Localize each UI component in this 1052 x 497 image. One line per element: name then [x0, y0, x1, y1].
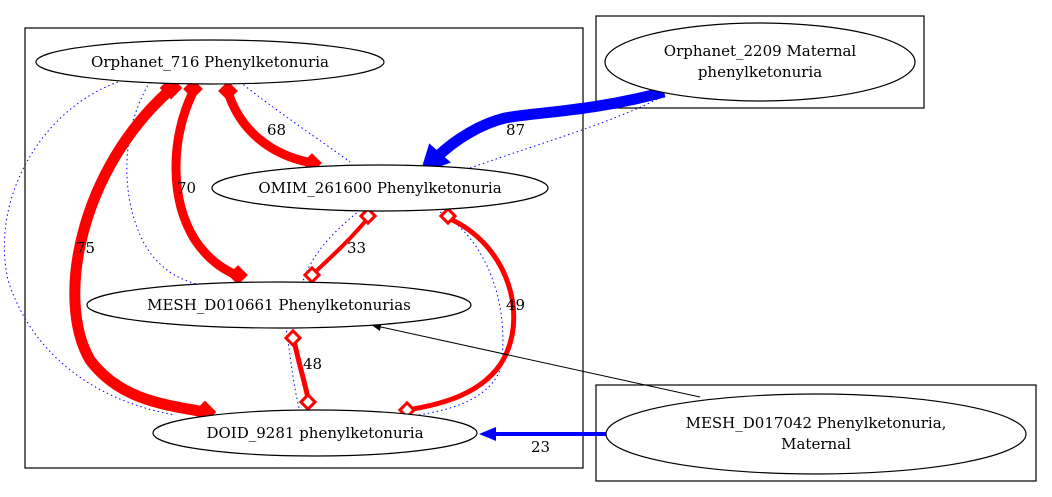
node-ellipse: [152, 409, 478, 457]
edge-end-marker: [218, 81, 238, 101]
node-label: DOID_9281 phenylketonuria: [206, 424, 423, 442]
blue-edges: [419, 86, 666, 441]
edge-end-marker: [283, 328, 303, 348]
node-label: phenylketonuria: [698, 63, 822, 81]
edge-end-marker: [358, 206, 378, 226]
node-label: Maternal: [781, 435, 851, 453]
edge-label: 70: [177, 179, 196, 197]
node-ellipse: [605, 393, 1027, 475]
node-mesh-d010661[interactable]: MESH_D010661 Phenylketonurias: [86, 281, 472, 329]
node-label: MESH_D010661 Phenylketonurias: [147, 296, 411, 314]
node-orphanet-716[interactable]: Orphanet_716 Phenylketonuria: [35, 39, 385, 85]
dotted-link-omim-doid: [409, 211, 504, 417]
edge-labels: 68 70 75 33 49 48 87 23: [76, 121, 550, 456]
red-edges: [69, 76, 517, 424]
edge-label: 75: [76, 239, 95, 257]
edge-orphanet716-doid: [69, 84, 211, 418]
edge-label: 87: [506, 121, 525, 139]
dotted-link-omim-mesh: [299, 209, 361, 291]
edge-orphanet716-mesh: [171, 87, 243, 281]
dotted-link-mesh-doid: [284, 321, 301, 413]
dotted-link-orphanet716-omim: [239, 81, 351, 163]
dotted-links: [3, 81, 666, 417]
dotted-link-orphanet716-mesh: [126, 81, 201, 286]
cluster-main: [24, 27, 584, 469]
edge-label: 49: [506, 296, 525, 314]
node-orphanet-2209[interactable]: Orphanet_2209 Maternal phenylketonuria: [604, 22, 916, 102]
arrowhead-mesh017042-doid: [479, 427, 496, 441]
node-label: OMIM_261600 Phenylketonuria: [258, 179, 501, 197]
node-label: Orphanet_2209 Maternal: [664, 42, 857, 60]
edge-omim-mesh: [310, 216, 370, 277]
edge-orphanet716-omim: [223, 87, 317, 168]
edge-label: 33: [347, 239, 366, 257]
node-mesh-d017042[interactable]: MESH_D017042 Phenylketonuria, Maternal: [605, 393, 1027, 475]
edge-end-marker: [438, 206, 458, 226]
edge-omim-doid: [406, 215, 517, 413]
edge-end-marker: [302, 265, 322, 285]
edge-label: 48: [303, 355, 322, 373]
edge-mesh017042-mesh010661: [371, 323, 701, 398]
node-label: MESH_D017042 Phenylketonuria,: [686, 414, 947, 432]
cluster-orphanet-2209: [595, 15, 925, 109]
node-ellipse: [211, 164, 549, 212]
edge-label: 68: [267, 121, 286, 139]
node-ellipse: [86, 281, 472, 329]
edge-end-marker: [228, 265, 248, 285]
node-ellipse: [604, 22, 916, 102]
node-doid-9281[interactable]: DOID_9281 phenylketonuria: [152, 409, 478, 457]
node-omim-261600[interactable]: OMIM_261600 Phenylketonuria: [211, 164, 549, 212]
edge-end-marker: [298, 392, 318, 412]
node-label: Orphanet_716 Phenylketonuria: [91, 53, 329, 71]
edge-orphanet2209-omim: [434, 86, 666, 161]
edge-label: 23: [531, 438, 550, 456]
node-ellipse: [35, 39, 385, 85]
